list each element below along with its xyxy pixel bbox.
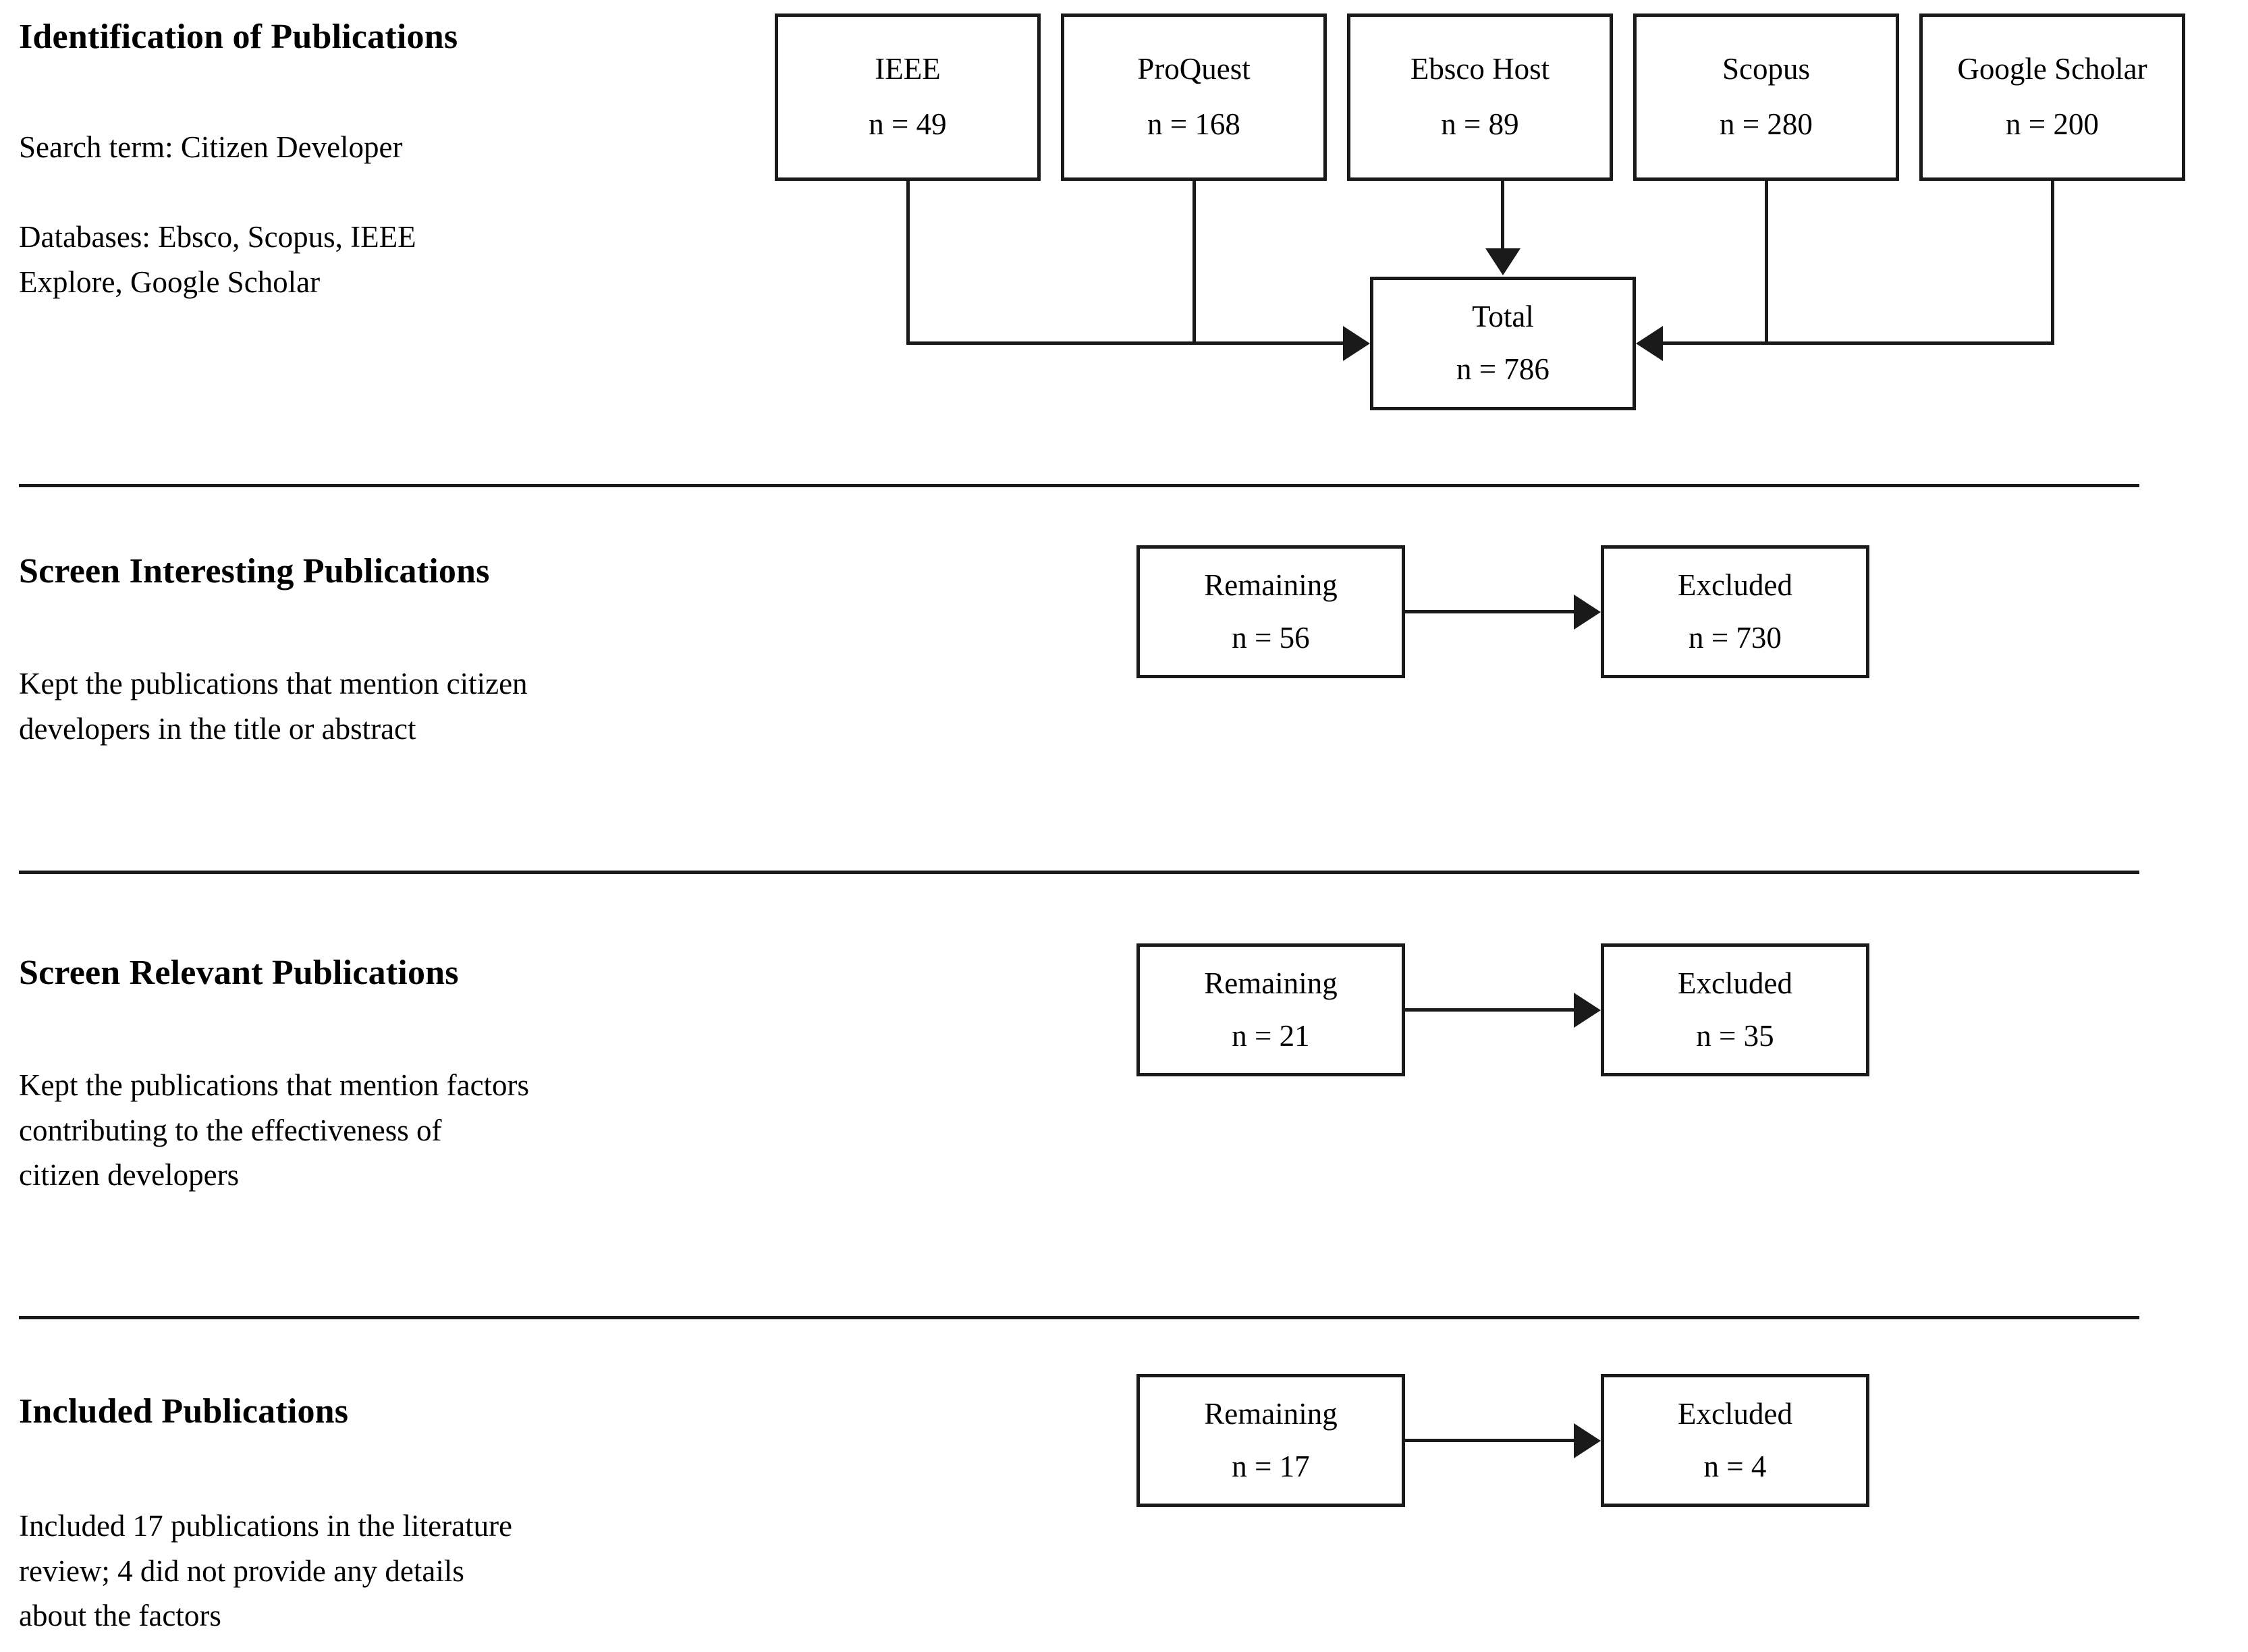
source-box-proquest: ProQuest n = 168 — [1061, 13, 1327, 181]
source-box-ebsco-host: Ebsco Host n = 89 — [1347, 13, 1613, 181]
excluded-label-stage-2: Excluded — [1678, 966, 1792, 1000]
total-count: n = 786 — [1456, 352, 1550, 386]
section-heading-screen-relevant: Screen Relevant Publications — [19, 954, 459, 992]
source-label-proquest: ProQuest — [1137, 52, 1251, 86]
section-heading-included: Included Publications — [19, 1392, 349, 1431]
remaining-label-stage-2: Remaining — [1204, 966, 1338, 1000]
remaining-count-stage-1: n = 56 — [1232, 620, 1310, 655]
source-count-google-scholar: n = 200 — [2006, 107, 2099, 141]
source-count-ieee: n = 49 — [869, 107, 947, 141]
source-count-scopus: n = 280 — [1720, 107, 1813, 141]
arrow-stage-1 — [1574, 595, 1601, 630]
section-body-included: Included 17 publications in the literatu… — [19, 1509, 513, 1633]
total-label: Total — [1472, 300, 1534, 334]
total-box: Total n = 786 — [1370, 277, 1636, 410]
section-divider-2 — [19, 871, 2139, 874]
arrow-into-total-top — [1485, 248, 1520, 275]
connector-ieee-vertical — [906, 181, 910, 343]
source-label-ieee: IEEE — [875, 52, 941, 86]
connector-stage-1 — [1405, 610, 1574, 613]
section-body-identification: Search term: Citizen Developer Databases… — [19, 130, 416, 299]
connector-google-scholar-vertical — [2051, 181, 2054, 343]
excluded-box-stage-3: Excluded n = 4 — [1601, 1374, 1869, 1507]
excluded-count-stage-3: n = 4 — [1703, 1449, 1767, 1483]
source-count-ebsco-host: n = 89 — [1441, 107, 1519, 141]
section-body-screen-interesting: Kept the publications that mention citiz… — [19, 667, 528, 746]
remaining-box-stage-2: Remaining n = 21 — [1136, 943, 1405, 1076]
source-box-ieee: IEEE n = 49 — [775, 13, 1041, 181]
excluded-label-stage-1: Excluded — [1678, 568, 1792, 602]
source-label-google-scholar: Google Scholar — [1957, 52, 2147, 86]
excluded-count-stage-2: n = 35 — [1696, 1018, 1774, 1053]
connector-stage-2 — [1405, 1008, 1574, 1012]
connector-proquest-vertical — [1192, 181, 1196, 343]
connector-ebsco-vertical — [1501, 181, 1504, 250]
arrow-into-total-right — [1636, 326, 1663, 361]
excluded-count-stage-1: n = 730 — [1689, 620, 1782, 655]
source-label-scopus: Scopus — [1722, 52, 1810, 86]
connector-scopus-vertical — [1765, 181, 1768, 343]
section-heading-identification: Identification of Publications — [19, 18, 458, 56]
excluded-box-stage-1: Excluded n = 730 — [1601, 545, 1869, 678]
connector-left-horizontal — [906, 341, 1345, 345]
source-label-ebsco-host: Ebsco Host — [1410, 52, 1550, 86]
source-box-google-scholar: Google Scholar n = 200 — [1919, 13, 2185, 181]
arrow-into-total-left — [1343, 326, 1370, 361]
source-box-scopus: Scopus n = 280 — [1633, 13, 1899, 181]
remaining-box-stage-3: Remaining n = 17 — [1136, 1374, 1405, 1507]
remaining-box-stage-1: Remaining n = 56 — [1136, 545, 1405, 678]
section-heading-screen-interesting: Screen Interesting Publications — [19, 552, 490, 590]
remaining-label-stage-1: Remaining — [1204, 568, 1338, 602]
arrow-stage-2 — [1574, 993, 1601, 1028]
section-body-screen-relevant: Kept the publications that mention facto… — [19, 1068, 530, 1192]
excluded-box-stage-2: Excluded n = 35 — [1601, 943, 1869, 1076]
remaining-count-stage-3: n = 17 — [1232, 1449, 1310, 1483]
arrow-stage-3 — [1574, 1423, 1601, 1458]
section-divider-3 — [19, 1316, 2139, 1319]
section-divider-1 — [19, 484, 2139, 487]
source-count-proquest: n = 168 — [1147, 107, 1240, 141]
connector-stage-3 — [1405, 1439, 1574, 1442]
excluded-label-stage-3: Excluded — [1678, 1396, 1792, 1431]
remaining-label-stage-3: Remaining — [1204, 1396, 1338, 1431]
connector-right-horizontal — [1663, 341, 2054, 345]
remaining-count-stage-2: n = 21 — [1232, 1018, 1310, 1053]
